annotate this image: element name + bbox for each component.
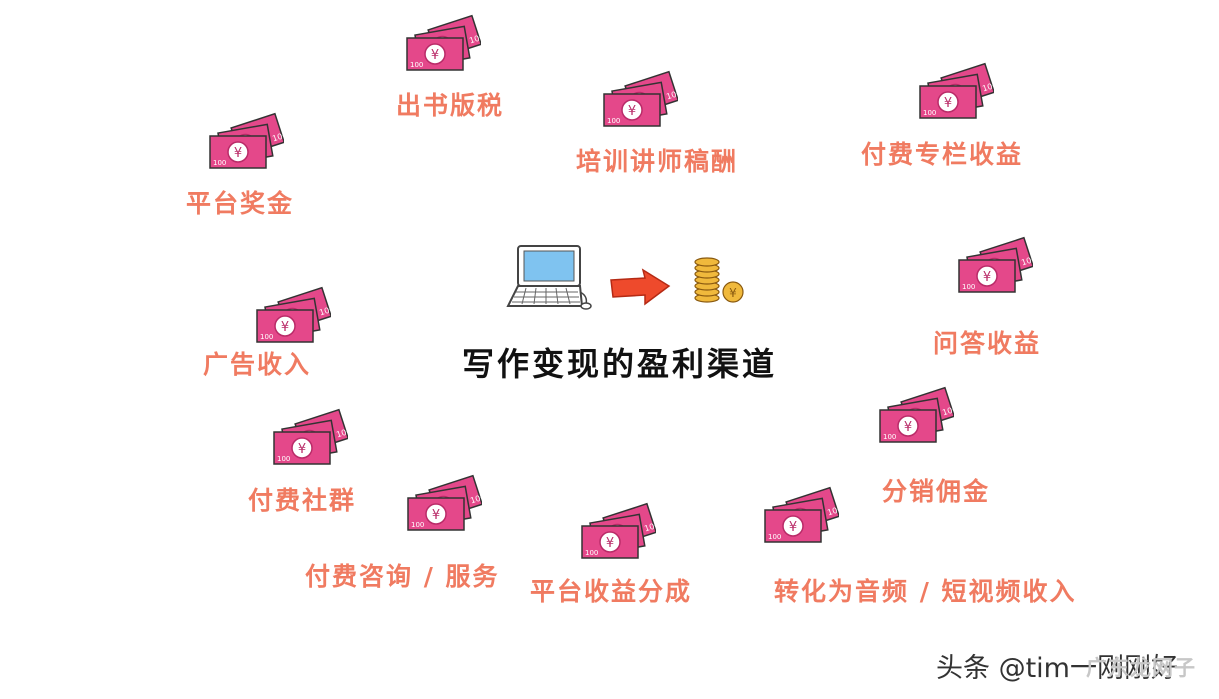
svg-text:100: 100	[260, 333, 273, 341]
money-bill-icon: 100¥¥100	[209, 112, 284, 169]
bill-value-back: 100	[643, 520, 656, 533]
svg-text:¥: ¥	[944, 96, 952, 111]
money-bill-icon: 100¥¥100	[764, 486, 839, 543]
channel-label-platform-bonus: 平台奖金	[186, 189, 295, 218]
svg-text:¥: ¥	[281, 320, 289, 335]
channel-label-paid-consulting: 付费咨询 / 服务	[305, 562, 500, 591]
channel-label-book-royalty: 出书版税	[396, 91, 505, 120]
money-bill-icon: 100¥¥100	[407, 474, 482, 531]
watermark-overlay-text: 广东龙网子	[1086, 656, 1196, 680]
channel-label-distribution-commission: 分销佣金	[882, 477, 991, 506]
money-bill-icon: 100¥¥100	[581, 502, 656, 559]
svg-text:¥: ¥	[789, 520, 797, 535]
svg-text:100: 100	[585, 549, 598, 557]
right-arrow-icon	[610, 268, 671, 306]
diagram-title: 写作变现的盈利渠道	[462, 345, 778, 383]
money-bill-icon: 100¥¥100	[603, 70, 678, 127]
svg-text:100: 100	[768, 533, 781, 541]
svg-text:¥: ¥	[298, 442, 306, 457]
svg-text:100: 100	[410, 61, 423, 69]
watermark-text: 头条 @tim一刚刚好	[936, 653, 1178, 684]
bill-value-back: 100	[318, 304, 331, 317]
money-bill-icon: 100¥¥100	[919, 62, 994, 119]
bill-value-back: 100	[665, 88, 678, 101]
svg-text:100: 100	[213, 159, 226, 167]
channel-label-paid-column: 付费专栏收益	[861, 140, 1024, 169]
coin-stack-icon: ¥	[694, 257, 744, 303]
money-bill-icon: 100¥¥100	[256, 286, 331, 343]
svg-text:100: 100	[277, 455, 290, 463]
bill-value-back: 100	[1020, 254, 1033, 267]
channel-label-ad-income: 广告收入	[203, 350, 312, 379]
svg-text:¥: ¥	[432, 508, 440, 523]
channel-label-qa-income: 问答收益	[933, 329, 1042, 358]
bill-value-back: 100	[826, 504, 839, 517]
channel-label-paid-community: 付费社群	[248, 486, 357, 515]
svg-text:¥: ¥	[628, 104, 636, 119]
channel-label-platform-revenue-share: 平台收益分成	[530, 577, 693, 606]
money-bill-icon: 100¥¥100	[406, 14, 481, 71]
svg-text:100: 100	[923, 109, 936, 117]
money-bill-icon: 100¥¥100	[958, 236, 1033, 293]
money-bill-icon: 100¥¥100	[273, 408, 348, 465]
bill-value-back: 100	[469, 492, 482, 505]
svg-text:100: 100	[607, 117, 620, 125]
channel-label-lecturer-fee: 培训讲师稿酬	[576, 147, 739, 176]
svg-text:¥: ¥	[606, 536, 614, 551]
channel-label-audio-video-income: 转化为音频 / 短视频收入	[774, 577, 1077, 606]
bill-value-back: 100	[981, 80, 994, 93]
svg-text:100: 100	[411, 521, 424, 529]
svg-text:¥: ¥	[983, 270, 991, 285]
bill-value-back: 100	[941, 404, 954, 417]
svg-text:¥: ¥	[234, 146, 242, 161]
money-bill-icon: 100¥¥100	[879, 386, 954, 443]
svg-text:¥: ¥	[431, 48, 439, 63]
bill-value-back: 100	[335, 426, 348, 439]
svg-text:100: 100	[962, 283, 975, 291]
svg-text:¥: ¥	[729, 286, 737, 300]
svg-text:¥: ¥	[904, 420, 912, 435]
bill-value-back: 100	[271, 130, 284, 143]
svg-text:100: 100	[883, 433, 896, 441]
laptop-icon	[506, 245, 592, 310]
bill-value-back: 100	[468, 32, 481, 45]
